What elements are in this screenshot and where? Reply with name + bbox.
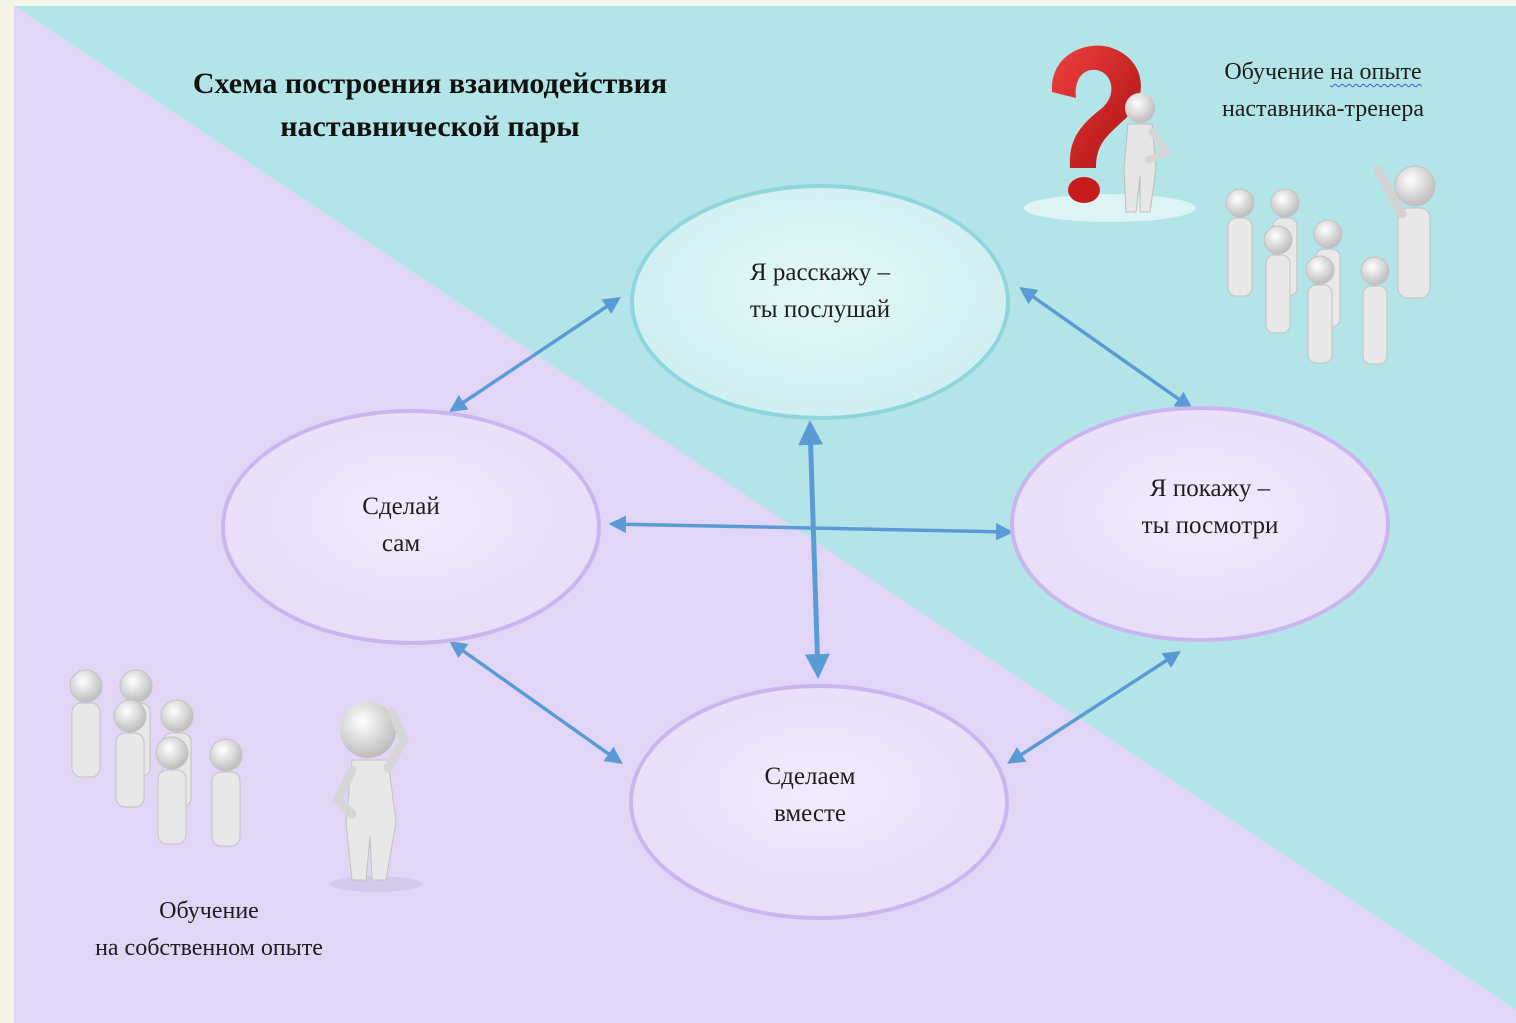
node-together-line-1: Сделаем [764,763,856,790]
group-with-leader-icon [1225,165,1436,365]
title-line-2: наставнической пары [280,110,580,143]
node-tell-label: Я расскажу – ты послушай [700,254,940,328]
caption-own-line-2: на собственном опыте [95,935,323,961]
arrow-together-show [1007,651,1181,764]
node-self-oval [221,409,601,645]
node-self-line-2: сам [381,530,421,557]
caption-own-experience: Обучение на собственном опыте [64,893,354,967]
diagram-title: Схема построения взаимодействия наставни… [130,62,730,148]
node-tell-line-2: ты послушай [749,296,891,323]
node-tell-oval [630,184,1010,420]
node-show-line-2: ты посмотри [1141,512,1279,539]
caption-mentor-line-1: Обучение на опыте [1180,54,1466,91]
arrow-tell-show [1019,286,1193,410]
node-self-line-1: Сделай [362,493,440,520]
node-together-line-2: вместе [773,800,847,827]
group-figures-icon [69,669,243,847]
caption-mentor-part-1: Обучение [1224,59,1331,85]
node-tell-line-1: Я расскажу – [749,259,891,286]
title-line-1: Схема построения взаимодействия [192,67,668,100]
connector-arrows [449,286,1193,765]
node-together-label: Сделаем вместе [700,758,920,832]
caption-mentor-part-2: на опыте [1330,59,1422,85]
caption-mentor-experience: Обучение на опыте наставника-тренера [1180,54,1466,128]
node-show-label: Я покажу – ты посмотри [1090,470,1330,544]
question-mark-figure-icon [1024,45,1196,222]
arrow-self-together [449,640,623,765]
node-show-oval [1010,406,1390,642]
arrow-self-tell [449,297,621,412]
node-self-label: Сделай сам [291,488,511,562]
caption-own-line-1: Обучение [159,898,259,924]
arrow-tell-together [798,420,830,679]
thinking-figure-icon [330,702,422,892]
caption-mentor-line-2: наставника-тренера [1221,96,1425,122]
node-together-oval [629,684,1009,920]
node-show-line-1: Я покажу – [1149,475,1271,502]
